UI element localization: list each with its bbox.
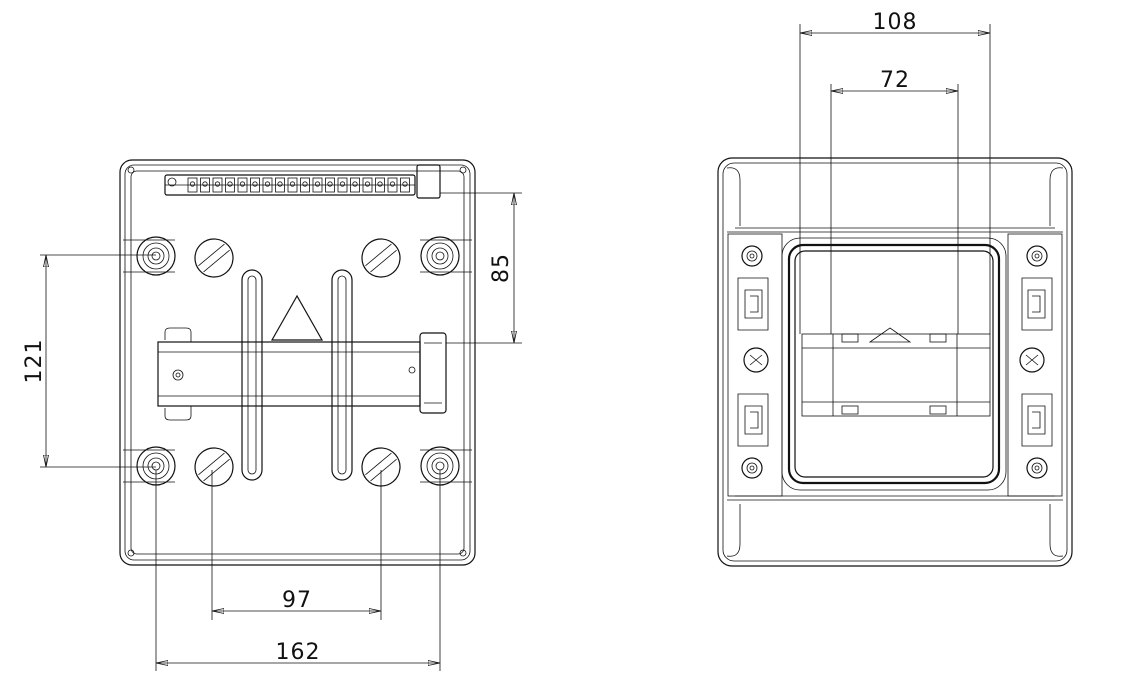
terminal-screw	[239, 181, 246, 187]
terminal-screw	[264, 181, 271, 187]
vertical-slots	[241, 269, 353, 481]
dimension-label-162: 162	[276, 640, 321, 665]
terminal-screw	[302, 181, 308, 187]
terminal-screw	[327, 181, 333, 187]
dimension-72: 72	[830, 68, 959, 334]
screw-knobs	[194, 238, 401, 487]
front-right-frame	[1007, 233, 1063, 497]
terminal-screw	[227, 181, 233, 187]
dimension-108: 108	[799, 10, 991, 334]
corner-notches	[127, 166, 467, 557]
terminal-cell	[275, 177, 285, 193]
dimension-label-97: 97	[282, 588, 312, 613]
terminal-screw	[364, 181, 371, 187]
terminal-screw	[289, 181, 296, 187]
terminal-cell	[312, 177, 323, 193]
terminal-cell	[400, 177, 410, 193]
rear-housing-inner-edge	[124, 164, 471, 561]
terminal-cell	[375, 177, 385, 193]
terminal-screw	[214, 181, 221, 187]
terminal-cell	[237, 177, 248, 193]
terminal-cell	[362, 177, 373, 193]
terminal-screw	[377, 181, 383, 187]
breaker-module	[801, 327, 991, 417]
dimension-label-108: 108	[873, 10, 918, 35]
terminal-strip-end-clamp	[416, 164, 441, 199]
dimension-121: 121	[22, 254, 156, 468]
terminal-screw	[314, 181, 321, 187]
front-left-frame	[727, 233, 783, 497]
terminal-screw	[189, 181, 196, 187]
terminal-cell	[325, 177, 335, 193]
front-view	[717, 157, 1073, 567]
terminal-screw	[252, 181, 258, 187]
terminal-screw	[339, 181, 346, 187]
terminal-cell	[337, 177, 348, 193]
front-lock-knobs	[743, 347, 1045, 373]
terminal-cell	[262, 177, 273, 193]
screw-knob-bottom-right	[361, 447, 401, 487]
terminal-screw	[352, 181, 358, 187]
terminal-cell	[287, 177, 298, 193]
din-rail	[157, 327, 447, 421]
front-hinges	[737, 277, 1053, 447]
screw-knob-bottom-left	[194, 447, 234, 487]
terminal-strip	[164, 164, 441, 199]
dimension-label-72: 72	[880, 68, 910, 93]
dimension-label-85: 85	[489, 253, 514, 283]
screw-knob-top-right	[361, 238, 401, 278]
terminal-screw	[402, 181, 408, 187]
rear-housing-inner-edge-2	[130, 170, 465, 555]
mounting-hole-top-left	[136, 236, 176, 276]
rear-housing-outline	[119, 159, 476, 566]
screw-knob-top-left	[194, 238, 234, 278]
rear-view	[119, 159, 476, 566]
din-rail-end-stop	[419, 332, 447, 414]
terminal-cell	[200, 177, 210, 193]
dimension-97: 97	[211, 470, 382, 620]
terminal-cell	[212, 177, 223, 193]
dimension-162: 162	[155, 470, 441, 671]
terminal-screw	[202, 181, 208, 187]
terminal-cell	[225, 177, 235, 193]
terminal-screw	[277, 181, 283, 187]
front-window-frame	[787, 243, 1001, 485]
terminal-screw	[389, 181, 396, 187]
terminal-cell	[350, 177, 360, 193]
dimension-85: 85	[440, 192, 522, 344]
mounting-hole-top-right	[420, 236, 460, 276]
mounting-holes	[136, 236, 460, 486]
front-housing-outline	[717, 157, 1073, 567]
terminal-cell	[250, 177, 260, 193]
front-corner-screws	[741, 245, 1048, 479]
warning-triangle-icon	[270, 294, 324, 341]
terminal-cell	[387, 177, 398, 193]
terminal-cell	[187, 177, 198, 193]
terminal-cell	[300, 177, 310, 193]
dimension-label-121: 121	[22, 339, 47, 384]
